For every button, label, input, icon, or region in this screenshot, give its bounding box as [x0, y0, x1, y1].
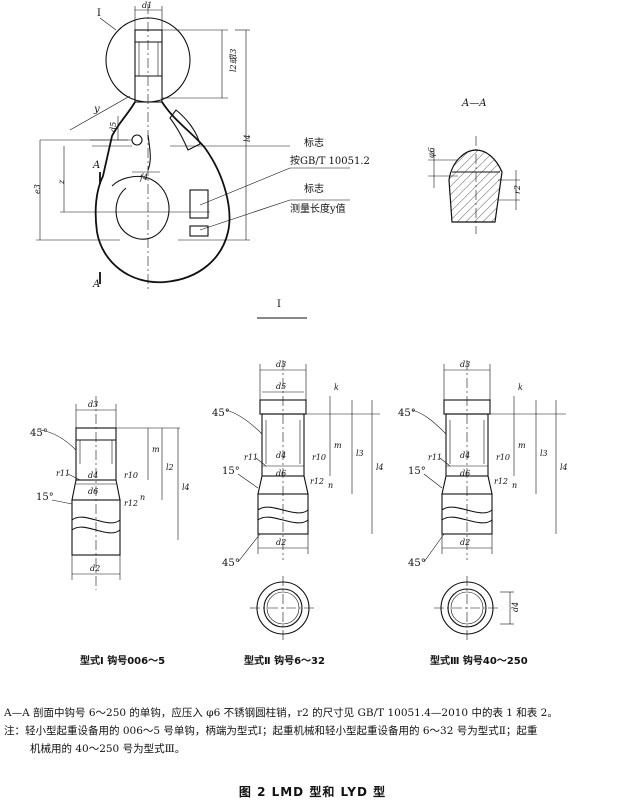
dim-variants-2-labels-angle45: 45°: [398, 408, 416, 419]
marking-box-2: [189, 225, 209, 237]
dim-variants-0-labels-n: n: [140, 493, 145, 502]
marking-box-1: [189, 189, 209, 219]
dim-variants-2-labels-l4: l4: [560, 463, 568, 472]
type2-caption: 型式Ⅱ 钩号6～32: [244, 654, 325, 667]
note-line-3: 机械用的 40～250 号为型式Ⅲ。: [30, 743, 186, 755]
dim-variants-1-labels-d6: d6: [276, 469, 286, 478]
dim-l4: l4: [243, 134, 252, 142]
dim-variants-0-labels-angle15: 15°: [36, 492, 54, 503]
dim-variants-0-labels-d6: d6: [88, 487, 98, 496]
dim-variants-1-labels-m: m: [334, 441, 342, 450]
pin-circle: [131, 134, 143, 146]
variant-type-1: d3 45° m l2 l4 r11 d4 r10 d6 15° n r12 d…: [30, 396, 190, 667]
notes-block: A—A 剖面中钩号 6～250 的单钩，应压入 φ6 不锈钢圆柱销，r2 的尺寸…: [4, 704, 620, 758]
dim-variants-2-labels-k: k: [518, 383, 523, 392]
dim-variants-0-labels-d2: d2: [90, 564, 100, 573]
hook-body-outline: [94, 101, 231, 284]
dim-variants-2-labels-angle45b: 45°: [408, 558, 426, 569]
dim-variants-1-labels-n: n: [328, 481, 333, 490]
dim-variants-1-labels-d3: d3: [276, 360, 286, 369]
dim-variants-0-labels-r11: r11: [56, 469, 70, 478]
dim-variants-1-labels-k: k: [334, 383, 339, 392]
dim-variants-2-labels-m: m: [518, 441, 526, 450]
dim-variants-0-labels-angle45: 45°: [30, 428, 48, 439]
callout-2-subtitle: 测量长度y值: [290, 202, 346, 215]
dim-variants-0-labels-m: m: [152, 445, 160, 454]
callout-1-title: 标志: [304, 136, 324, 149]
dim-variants-0-labels-l4: l4: [182, 483, 190, 492]
dim-variants-0-labels-l2: l2: [166, 463, 174, 472]
dim-variants-1-labels-r10: r10: [312, 453, 326, 462]
dim-variants-1-labels-angle45b: 45°: [222, 558, 240, 569]
dim-variants-1-labels-d5: d5: [276, 382, 286, 391]
dim-d1: d1: [142, 1, 152, 10]
dim-e3: e3: [33, 184, 42, 194]
dim-variants-1-labels-r11: r11: [244, 453, 258, 462]
dim-variants-2-labels-d4: d4: [460, 451, 470, 460]
hook-shank: [134, 29, 163, 103]
dim-z: z: [57, 179, 66, 185]
dim-variants-2-labels-d6: d6: [460, 469, 470, 478]
dim-variants-0-labels-r12: r12: [124, 499, 138, 508]
dim-variants-0-labels-r10: r10: [124, 471, 138, 480]
dim-variants-0-labels-d3: d3: [88, 400, 98, 409]
dim-variants-1-labels-d4: d4: [276, 451, 286, 460]
note-line-1: A—A 剖面中钩号 6～250 的单钩，应压入 φ6 不锈钢圆柱销，r2 的尺寸…: [4, 707, 558, 719]
dim-variants-2-labels-d3: d3: [460, 360, 470, 369]
variant-type-2: d3 d5 k 45° m l3 l4 r11 d4 r10 d6 15° n …: [212, 360, 384, 667]
dim-variants-0-labels-d4: d4: [88, 471, 98, 480]
main-hook-view: I A A d1 l2或l3: [33, 1, 370, 290]
variant-type-3: d3 k 45° m l3 l4 r11 d4 r10 d6 15° n r12…: [398, 360, 568, 667]
dim-variants-2-labels-d2: d2: [460, 538, 470, 547]
dim-variants-1-labels-d2: d2: [276, 538, 286, 547]
section-a-a: A—A φ6 r2: [427, 98, 522, 234]
dim-variants-1-labels-angle15: 15°: [222, 466, 240, 477]
dim-variants-2-labels-d4b: d4: [511, 602, 520, 612]
section-profile: [448, 149, 503, 223]
type1-caption: 型式Ⅰ 钩号006～5: [80, 654, 165, 667]
type3-caption: 型式Ⅲ 钩号40～250: [430, 654, 528, 667]
section-mark-top: A: [92, 160, 100, 171]
dim-variants-2-labels-n: n: [512, 481, 517, 490]
dim-y: y: [93, 104, 100, 115]
figure-title: 图 2 LMD 型和 LYD 型: [238, 785, 387, 799]
dim-l2-or-l3: l2或l3: [229, 49, 238, 72]
callout-2-title: 标志: [304, 182, 324, 195]
dim-variants-2-labels-r12: r12: [494, 477, 508, 486]
dim-phi6: φ6: [427, 147, 436, 158]
note-line-2: 注：轻小型起重设备用的 006～5 号单钩，柄端为型式Ⅰ；起重机械和轻小型起重设…: [4, 725, 538, 737]
detail-ref-label: I: [97, 8, 101, 19]
section-title: A—A: [461, 98, 486, 109]
dim-variants-1-labels-l4: l4: [376, 463, 384, 472]
technical-drawing: I A A d1 l2或l3: [30, 1, 568, 667]
dim-d5: d5: [109, 122, 118, 132]
detail-title: I: [277, 299, 281, 310]
dim-variants-1-labels-r12: r12: [310, 477, 324, 486]
callout-1-subtitle: 按GB/T 10051.2: [290, 154, 370, 167]
hook-throat: [111, 175, 170, 240]
dim-variants-2-labels-r11: r11: [428, 453, 442, 462]
section-mark-bottom: A: [92, 279, 100, 290]
dim-variants-1-labels-l3: l3: [356, 449, 364, 458]
dim-variants-2-labels-r10: r10: [496, 453, 510, 462]
dim-f4: f4: [139, 173, 148, 182]
dim-variants-2-labels-angle15: 15°: [408, 466, 426, 477]
dim-variants-2-labels-l3: l3: [540, 449, 548, 458]
dim-variants-1-labels-angle45: 45°: [212, 408, 230, 419]
dim-r2: r2: [513, 185, 522, 194]
